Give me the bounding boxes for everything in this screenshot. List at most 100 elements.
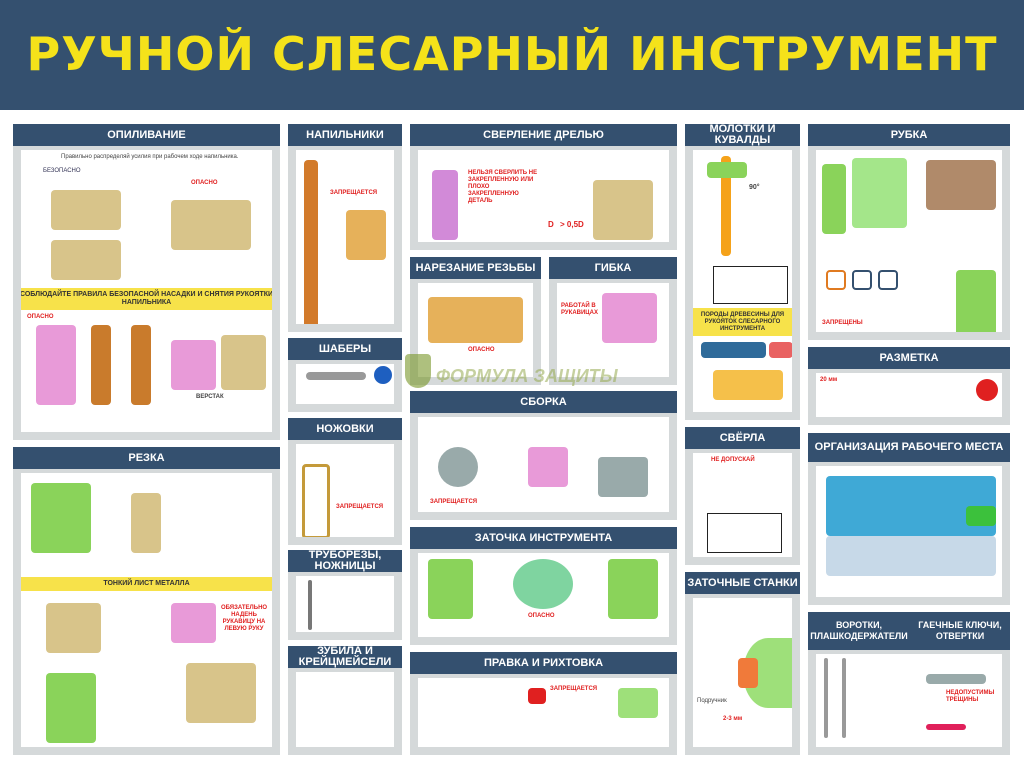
illustration [976,379,998,401]
illustration [721,156,731,256]
panel-napilniki: НАПИЛЬНИКИ ЗАПРЕЩАЕТСЯ [288,124,402,332]
illustration [171,340,216,390]
panel-zatochnye: ЗАТОЧНЫЕ СТАНКИ Подручник 2-3 мм [685,572,800,755]
strip-porody: ПОРОДЫ ДРЕВЕСИНЫ ДЛЯ РУКОЯТОК СЛЕСАРНОГО… [693,308,792,336]
panel-content: ТОНКИЙ ЛИСТ МЕТАЛЛА ОБЯЗАТЕЛЬНО НАДЕНЬ Р… [21,473,272,747]
caption-cracks: НЕДОПУСТИМЫ ТРЕЩИНЫ [946,690,995,703]
caption: Правильно распределяй усилия при рабочем… [61,154,239,160]
illustration [428,297,523,343]
illustration [826,536,996,576]
panel-nozhovki: НОЖОВКИ ЗАПРЕЩАЕТСЯ [288,418,402,545]
illustration [31,483,91,553]
illustration [302,464,330,537]
illustration [308,580,312,630]
panel-header: ЗУБИЛА И КРЕЙЦМЕЙСЕЛИ [288,646,402,668]
panel-header: ШАБЕРЫ [288,338,402,360]
panel-content [296,576,394,632]
panel-narezanie: НАРЕЗАНИЕ РЕЗЬБЫ ОПАСНО [410,257,541,385]
illustration [346,210,386,260]
panel-truborezy: ТРУБОРЕЗЫ, НОЖНИЦЫ [288,550,402,640]
panel-content: ЗАПРЕЩАЕТСЯ [418,678,669,747]
panel-header: СВЁРЛА [685,427,800,449]
panel-header: СБОРКА [410,391,677,413]
illustration [824,658,828,738]
illustration [608,559,658,619]
panel-rubka: РУБКА ЗАПРЕЩЕНЫ [808,124,1010,340]
caption-podruchnik: Подручник [697,698,727,704]
panel-content: ОПАСНО [418,553,669,637]
panel-header: РУБКА [808,124,1010,146]
illustration [528,447,568,487]
illustration [131,493,161,553]
illustration [738,658,758,688]
panel-header: ОРГАНИЗАЦИЯ РАБОЧЕГО МЕСТА [808,433,1010,462]
illustration [221,335,266,390]
panel-content: ЗАПРЕЩАЕТСЯ [418,417,669,512]
panel-header: РАЗМЕТКА [808,347,1010,369]
caption-forbidden-pl: ЗАПРЕЩЕНЫ [822,320,863,326]
panel-vorotki-klyuchi: ВОРОТКИ, ПЛАШКОДЕРЖАТЕЛИ ГАЕЧНЫЕ КЛЮЧИ, … [808,612,1010,755]
caption-gap: 2-3 мм [723,716,743,722]
illustration [131,325,151,405]
panel-sverlenie: СВЕРЛЕНИЕ ДРЕЛЬЮ НЕЛЬЗЯ СВЕРЛИТЬ НЕ ЗАКР… [410,124,677,250]
panel-header: НОЖОВКИ [288,418,402,440]
illustration [432,170,458,240]
panel-sverla: СВЁРЛА НЕ ДОПУСКАЙ [685,427,800,565]
illustration [878,270,898,290]
panel-zubila: ЗУБИЛА И КРЕЙЦМЕЙСЕЛИ [288,646,402,755]
panel-shabery: ШАБЕРЫ [288,338,402,412]
caption-drill-danger: НЕЛЬЗЯ СВЕРЛИТЬ НЕ ЗАКРЕПЛЕННУЮ ИЛИ ПЛОХ… [468,170,538,204]
illustration [852,158,907,228]
illustration [46,603,101,653]
caption-danger: ОПАСНО [191,180,218,186]
panel-header: РЕЗКА [13,447,280,469]
illustration [51,190,121,230]
panel-header: ГИБКА [549,257,677,279]
illustration [46,673,96,743]
panel-content: НЕДОПУСТИМЫ ТРЕЩИНЫ [816,654,1002,747]
illustration [769,342,792,358]
illustration [91,325,111,405]
panel-content: Правильно распределяй усилия при рабочем… [21,150,272,432]
strip-list: ТОНКИЙ ЛИСТ МЕТАЛЛА [21,577,272,591]
illustration [926,160,996,210]
watermark-shield-icon [405,354,431,388]
caption-forbidden: ЗАПРЕЩАЕТСЯ [550,686,598,692]
illustration [926,724,966,730]
caption-glove-work: РАБОТАЙ В РУКАВИЦАХ [561,303,599,316]
panel-opilivanie: ОПИЛИВАНИЕ Правильно распределяй усилия … [13,124,280,440]
panel-sborka: СБОРКА ЗАПРЕЩАЕТСЯ [410,391,677,520]
panel-header: ВОРОТКИ, ПЛАШКОДЕРЖАТЕЛИ ГАЕЧНЫЕ КЛЮЧИ, … [808,612,1010,650]
panel-content: ЗАПРЕЩАЕТСЯ [296,444,394,537]
illustration [707,162,747,178]
panel-header: ОПИЛИВАНИЕ [13,124,280,146]
illustration [304,160,318,324]
illustration [598,457,648,497]
panel-header: МОЛОТКИ И КУВАЛДЫ [685,124,800,146]
caption-no-drill: НЕ ДОПУСКАЙ [711,457,755,463]
panel-header: ЗАТОЧНЫЕ СТАНКИ [685,572,800,594]
panel-gibka: ГИБКА РАБОТАЙ В РУКАВИЦАХ [549,257,677,385]
panel-content: РАБОТАЙ В РУКАВИЦАХ [557,283,669,377]
illustration [713,370,783,400]
hammer-weight-table [713,266,788,304]
illustration [707,513,782,553]
panel-razmetka: РАЗМЕТКА 20 мм [808,347,1010,425]
caption-20mm: 20 мм [820,377,838,383]
caption-glove-left: ОБЯЗАТЕЛЬНО НАДЕНЬ РУКАВИЦУ НА ЛЕВУЮ РУК… [220,605,268,632]
illustration [593,180,653,240]
caption-forbidden: ЗАПРЕЩАЕТСЯ [336,504,384,510]
panel-header: НАПИЛЬНИКИ [288,124,402,146]
panel-header: СВЕРЛЕНИЕ ДРЕЛЬЮ [410,124,677,146]
illustration [428,559,473,619]
caption-safe: БЕЗОПАСНО [43,168,81,174]
caption-angle: 90° [749,184,760,191]
panel-content: ЗАПРЕЩЕНЫ [816,150,1002,332]
panel-content [816,466,1002,597]
illustration [822,164,846,234]
illustration [171,200,251,250]
illustration [36,325,76,405]
panel-organizaciya: ОРГАНИЗАЦИЯ РАБОЧЕГО МЕСТА [808,433,1010,605]
title-banner: РУЧНОЙ СЛЕСАРНЫЙ ИНСТРУМЕНТ [0,0,1024,110]
illustration [186,663,256,723]
